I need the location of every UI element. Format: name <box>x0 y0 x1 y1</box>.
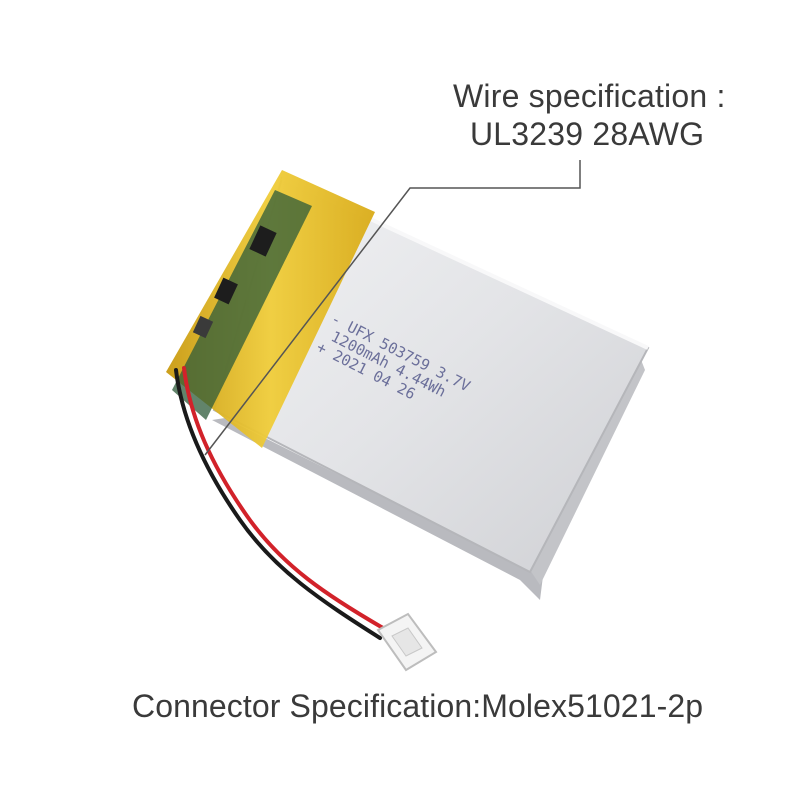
battery-wires <box>174 366 392 640</box>
molex-connector <box>376 612 438 672</box>
wire-spec-title: Wire specification : <box>453 78 726 114</box>
pcb-chip-3 <box>192 315 214 339</box>
battery-cell: - UFX 503759 3.7V 1200mAh 4.44Wh + 2021 … <box>166 170 650 600</box>
wire-black <box>174 368 382 640</box>
pcb-board <box>172 190 312 420</box>
pcb-chip-1 <box>249 225 277 257</box>
pcb-chip-2 <box>214 277 238 305</box>
connector-spec: Connector Specification:Molex51021-2p <box>132 688 704 724</box>
battery-edge-bottom <box>212 418 545 600</box>
wire-red <box>182 366 392 634</box>
wire-spec-value: UL3239 28AWG <box>470 116 705 152</box>
wire-spec-leader-line <box>204 160 581 456</box>
